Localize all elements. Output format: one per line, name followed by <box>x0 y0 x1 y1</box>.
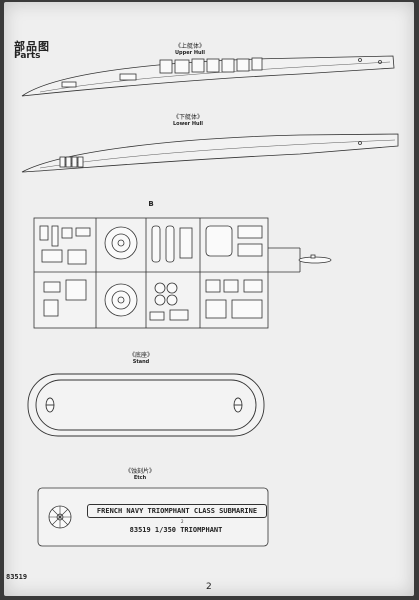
upper-hull-caption-cn: 《上艇体》 <box>174 43 206 50</box>
etch-caption-cn: 《蚀刻片》 <box>124 468 156 475</box>
etch-caption-en: Etch <box>133 475 147 481</box>
page-number: 2 <box>206 582 212 592</box>
stand-caption-cn: 《底座》 <box>128 352 154 359</box>
stand-caption-en: Stand <box>132 359 150 365</box>
etch-part-number: 2 <box>181 519 184 524</box>
upper-hull-caption-en: Upper Hull <box>175 50 205 56</box>
sprue-b-drawing <box>33 217 332 329</box>
etch-scale-plate: 83519 1/350 TRIOMPHANT <box>129 526 223 534</box>
sprue-b-label: B <box>148 200 154 208</box>
parts-heading-en: Parts <box>14 51 41 61</box>
lower-hull-caption-en: Lower Hull <box>172 121 204 127</box>
lower-hull-drawing <box>21 133 399 173</box>
footer-kit-code: 83519 <box>6 573 28 581</box>
parts-heading-cn: 部品图 <box>14 40 50 53</box>
upper-hull-drawing <box>21 55 395 97</box>
stand-drawing <box>27 373 265 437</box>
lower-hull-caption-cn: 《下艇体》 <box>172 114 204 121</box>
etch-nameplate: FRENCH NAVY TRIOMPHANT CLASS SUBMARINE <box>87 504 267 518</box>
